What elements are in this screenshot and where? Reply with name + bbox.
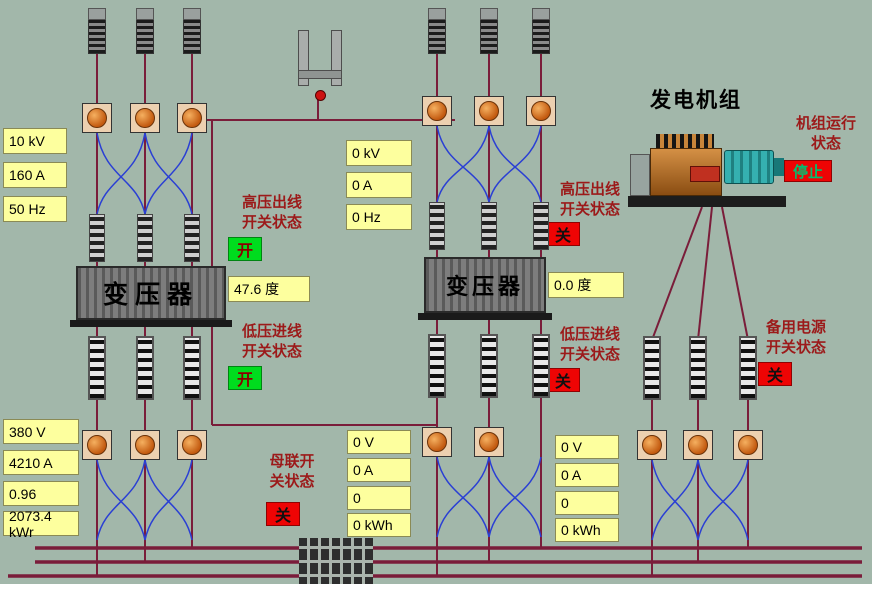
meter-icon — [474, 96, 504, 126]
generator-red-detail — [690, 166, 720, 182]
meter-icon — [733, 430, 763, 460]
lv-right-switch-status[interactable]: 关 — [546, 368, 580, 392]
breaker-icon[interactable] — [136, 336, 154, 400]
lv-current-readout: 4210 A — [3, 450, 79, 475]
capacitor-bank-icon — [299, 538, 373, 588]
generator-motor — [724, 150, 774, 184]
lv-right-energy-readout: 0 kWh — [555, 518, 619, 542]
lv-right-powerfactor-readout: 0 — [555, 491, 619, 515]
lv-mid-energy-readout: 0 kWh — [347, 513, 411, 537]
hook-right-prong — [331, 30, 342, 86]
bus-lines — [8, 546, 862, 578]
generator-icon — [628, 126, 788, 210]
meter-icon — [637, 430, 667, 460]
lv-powerfactor-readout: 0.96 — [3, 481, 79, 506]
generator-status-label: 机组运行 状态 — [795, 115, 856, 153]
transformer-left-name: 变压器 — [102, 281, 199, 309]
breaker-icon[interactable] — [480, 334, 498, 398]
crane-hook-icon — [292, 30, 348, 102]
generator-title: 发电机组 — [650, 89, 742, 112]
meter-icon — [177, 103, 207, 133]
bottom-margin — [0, 584, 881, 591]
breaker-icon[interactable] — [532, 8, 550, 54]
meter-icon — [82, 430, 112, 460]
breaker-icon[interactable] — [88, 336, 106, 400]
hook-ball — [315, 90, 326, 101]
hv-left-switch-label: 高压出线 开关状态 — [241, 194, 302, 232]
breaker-icon[interactable] — [183, 8, 201, 54]
breaker-icon[interactable] — [136, 8, 154, 54]
backup-switch-label: 备用电源 开关状态 — [765, 319, 826, 357]
lv-left-switch-status[interactable]: 开 — [228, 366, 262, 390]
right-margin — [872, 0, 881, 591]
breaker-icon[interactable] — [89, 214, 105, 262]
meter-icon — [526, 96, 556, 126]
hook-left-prong — [298, 30, 309, 86]
breaker-icon[interactable] — [184, 214, 200, 262]
breaker-icon[interactable] — [480, 8, 498, 54]
meter-icon — [130, 103, 160, 133]
mid-frequency-readout: 0 Hz — [346, 204, 412, 230]
hv-frequency-readout: 50 Hz — [3, 196, 67, 222]
backup-switch-status[interactable]: 关 — [758, 362, 792, 386]
hook-crossbar — [298, 70, 342, 79]
lv-right-switch-label: 低压进线 开关状态 — [559, 326, 620, 364]
control-wires — [96, 125, 749, 541]
hv-voltage-readout: 10 kV — [3, 128, 67, 154]
breaker-icon[interactable] — [137, 214, 153, 262]
meter-icon — [474, 427, 504, 457]
breaker-icon[interactable] — [533, 202, 549, 250]
mid-voltage-readout: 0 kV — [346, 140, 412, 166]
generator-run-status[interactable]: 停止 — [784, 160, 832, 182]
breaker-icon[interactable] — [429, 202, 445, 250]
transformer-left: 变压器 — [70, 266, 232, 327]
lv-mid-powerfactor-readout: 0 — [347, 486, 411, 510]
hv-right-switch-status[interactable]: 关 — [546, 222, 580, 246]
breaker-icon[interactable] — [689, 336, 707, 400]
breaker-icon[interactable] — [739, 336, 757, 400]
bus-tie-switch-label: 母联开 关状态 — [269, 453, 315, 491]
transformer-right-temp: 0.0 度 — [548, 272, 624, 298]
breaker-icon[interactable] — [183, 336, 201, 400]
lv-mid-voltage-readout: 0 V — [347, 430, 411, 454]
breaker-icon[interactable] — [532, 334, 550, 398]
meter-icon — [422, 427, 452, 457]
lv-voltage-readout: 380 V — [3, 419, 79, 444]
mid-current-readout: 0 A — [346, 172, 412, 198]
meter-icon — [422, 96, 452, 126]
generator-platform — [628, 196, 786, 207]
transformer-left-temp: 47.6 度 — [228, 276, 310, 302]
meter-icon — [683, 430, 713, 460]
hv-current-readout: 160 A — [3, 162, 67, 188]
meter-icon — [130, 430, 160, 460]
bus-tie-switch-status[interactable]: 关 — [266, 502, 300, 526]
meter-icon — [177, 430, 207, 460]
transformer-right: 变压器 — [418, 257, 552, 320]
breaker-icon[interactable] — [428, 334, 446, 398]
generator-motor-cap — [774, 158, 784, 176]
lv-mid-current-readout: 0 A — [347, 458, 411, 482]
hv-left-switch-status[interactable]: 开 — [228, 237, 262, 261]
breaker-icon[interactable] — [88, 8, 106, 54]
meter-icon — [82, 103, 112, 133]
lv-right-voltage-readout: 0 V — [555, 435, 619, 459]
lv-energy-readout: 2073.4 kWr — [3, 508, 79, 540]
hv-right-switch-label: 高压出线 开关状态 — [559, 181, 620, 219]
breaker-icon[interactable] — [428, 8, 446, 54]
transformer-right-name: 变压器 — [445, 274, 524, 299]
generator-cylinder-fins — [656, 134, 714, 149]
generator-front-housing — [630, 154, 650, 196]
breaker-icon[interactable] — [481, 202, 497, 250]
lv-right-current-readout: 0 A — [555, 463, 619, 487]
lv-left-switch-label: 低压进线 开关状态 — [241, 323, 302, 361]
breaker-icon[interactable] — [643, 336, 661, 400]
